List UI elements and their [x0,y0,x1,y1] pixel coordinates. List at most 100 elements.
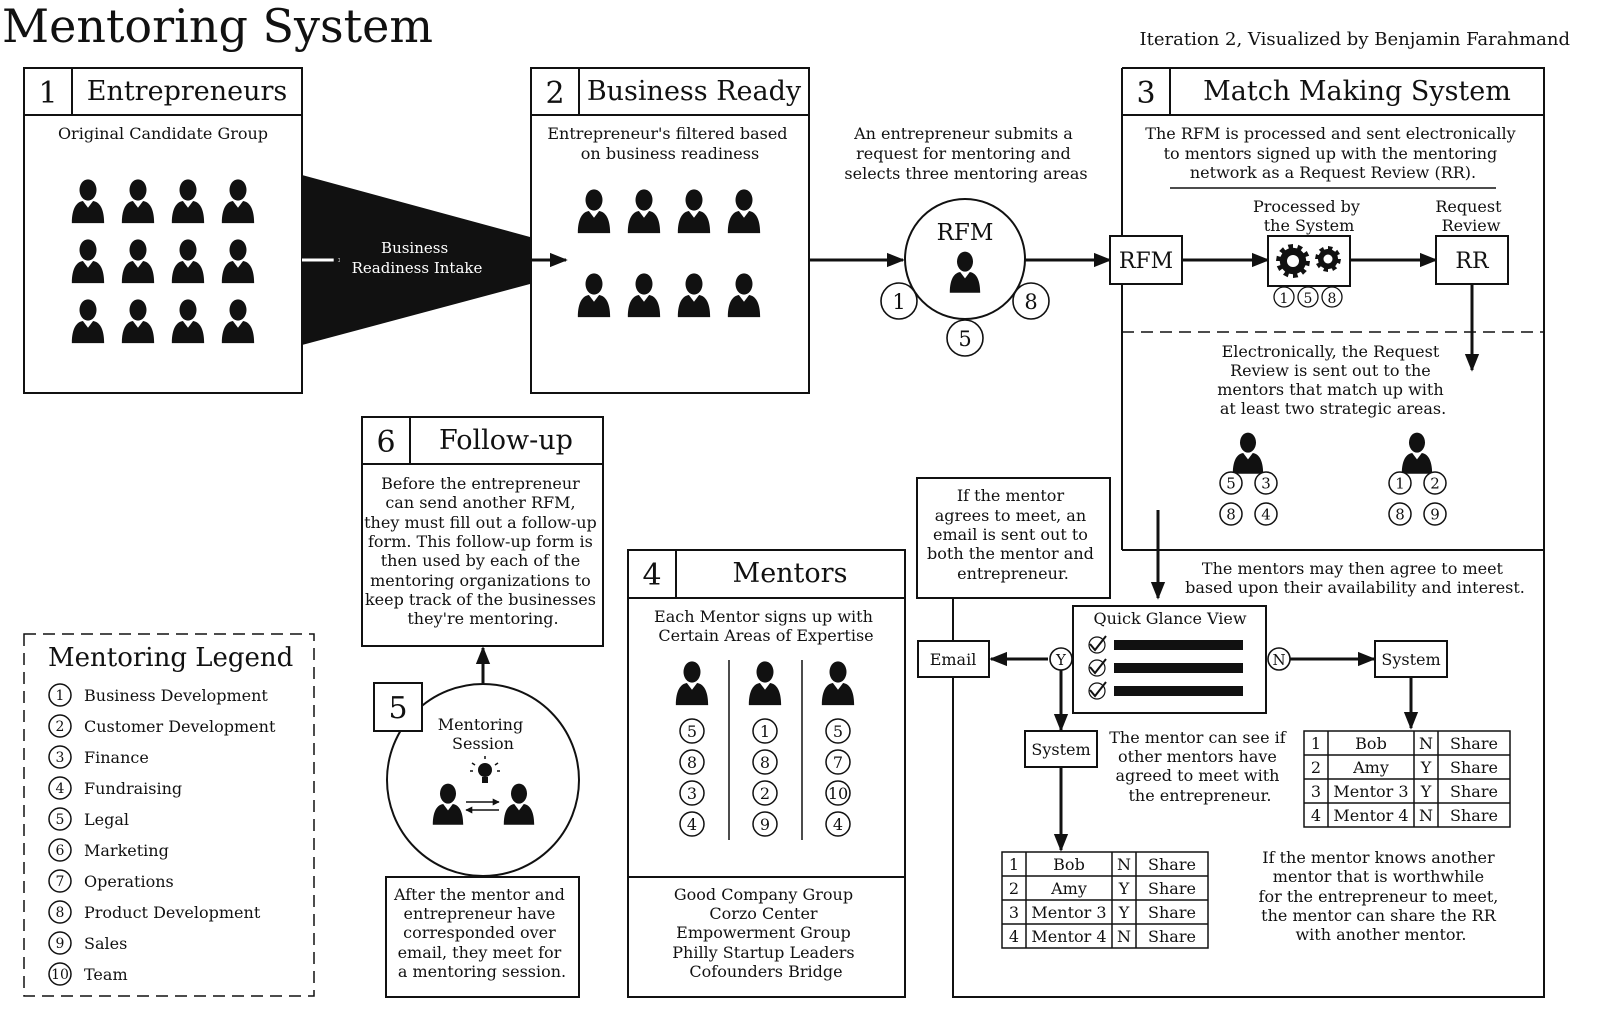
section-number: 5 [388,691,407,726]
legend-badge: 6 [48,838,72,862]
area-badge: 4 [1254,502,1278,526]
quick-glance-list [1088,635,1243,700]
area-number: 3 [56,750,65,766]
section-number: 1 [38,76,57,111]
area-number: 2 [56,719,65,735]
area-number: 3 [1261,474,1271,492]
section-number: 6 [376,425,395,460]
quick-glance-title: Quick Glance View [1093,609,1246,628]
area-badge: 2 [1423,471,1447,495]
section-title: Match Making System [1203,76,1511,107]
expertise-badge: 1 [752,718,778,744]
legend-badge: 8 [48,900,72,924]
table-cell: 2 [1009,879,1019,898]
yes-label: Y [1055,651,1067,669]
legend-badge: 10 [48,962,72,986]
legend-label: Operations [84,872,174,891]
expertise-badge: 8 [752,749,778,775]
area-number: 2 [760,784,770,803]
table-cell: Share [1450,758,1498,777]
rr-box-label: RR [1455,249,1490,274]
business-ready-people [577,189,761,318]
email-note: If the mentor agrees to meet, an email i… [927,486,1099,583]
table-cell: 1 [1311,734,1321,753]
person-icon [221,239,255,284]
area-number: 9 [56,936,65,952]
expertise-badge: 5 [825,718,851,744]
section-number: 2 [545,76,564,111]
table-cell: Y [1420,782,1432,801]
area-number: 1 [760,722,770,741]
session-caption: After the mentor and entrepreneur have c… [393,885,570,981]
legend-badge: 7 [48,869,72,893]
area-number: 6 [56,843,65,859]
processed-area-badge: 5 [1297,286,1319,308]
area-badge: 5 [1219,471,1243,495]
person-icon [675,661,709,706]
area-badge: 8 [1388,502,1412,526]
area-number: 5 [56,812,65,828]
person-icon [171,179,205,224]
rfm-request: An entrepreneur submits a request for me… [809,124,1112,357]
legend-label: Legal [84,810,129,829]
person-icon [821,661,855,706]
legend-badge: 9 [48,931,72,955]
table-cell: Mentor 3 [1333,782,1408,801]
lightbulb-icon [470,756,500,783]
table-cell: Y [1118,879,1130,898]
area-badge: 3 [1254,471,1278,495]
area-number: 7 [56,874,65,890]
processed-area-badge: 8 [1321,286,1343,308]
rfm-note: An entrepreneur submits a request for me… [844,124,1087,183]
system-box-label: System [1381,650,1440,669]
person-icon [221,299,255,344]
area-number: 8 [1395,505,1405,523]
section-caption: Original Candidate Group [58,124,268,143]
area-number: 1 [56,688,65,704]
section-entrepreneurs: 1 Entrepreneurs Original Candidate Group [23,67,303,394]
request-review-label: Request Review [1435,197,1506,235]
table-cell: N [1117,855,1131,874]
expertise-badge: 7 [825,749,851,775]
area-number: 2 [1430,474,1440,492]
table-cell: Mentor 4 [1031,927,1106,946]
section-title: Mentoring Session [438,715,529,753]
legend-badge: 1 [48,683,72,707]
checkmark-icon [1088,635,1107,654]
table-cell: Y [1420,758,1432,777]
table-cell: Share [1450,782,1498,801]
legend-badge: 4 [48,776,72,800]
svg-text:1: 1 [1280,291,1289,307]
svg-text:5: 5 [1304,291,1313,307]
legend-item: 7 Operations [48,869,174,893]
person-icon [748,661,782,706]
area-number: 9 [760,815,770,834]
expertise-badge: 5 [679,718,705,744]
legend-badge: 2 [48,714,72,738]
rfm-area-badge: 1 [880,282,918,320]
person-icon [121,179,155,224]
section-caption: Each Mentor signs up with Certain Areas … [654,607,878,645]
area-number: 4 [1261,505,1271,523]
exchange-arrows-icon [465,798,500,814]
expertise-badge: 4 [825,811,851,837]
area-badge: 8 [1219,502,1243,526]
section-business-ready: 2 Business Ready Entrepreneur's filtered… [530,67,810,394]
legend-item: 5 Legal [48,807,129,831]
page-title: Mentoring System [2,0,433,53]
rfm-label: RFM [937,220,994,246]
section-caption: The RFM is processed and sent electronic… [1145,124,1520,182]
person-icon [221,179,255,224]
person-icon [71,179,105,224]
expertise-badge: 2 [752,780,778,806]
meeting-flow: If the mentor agrees to meet, an email i… [916,477,1545,998]
section-title: Mentors [733,558,848,589]
